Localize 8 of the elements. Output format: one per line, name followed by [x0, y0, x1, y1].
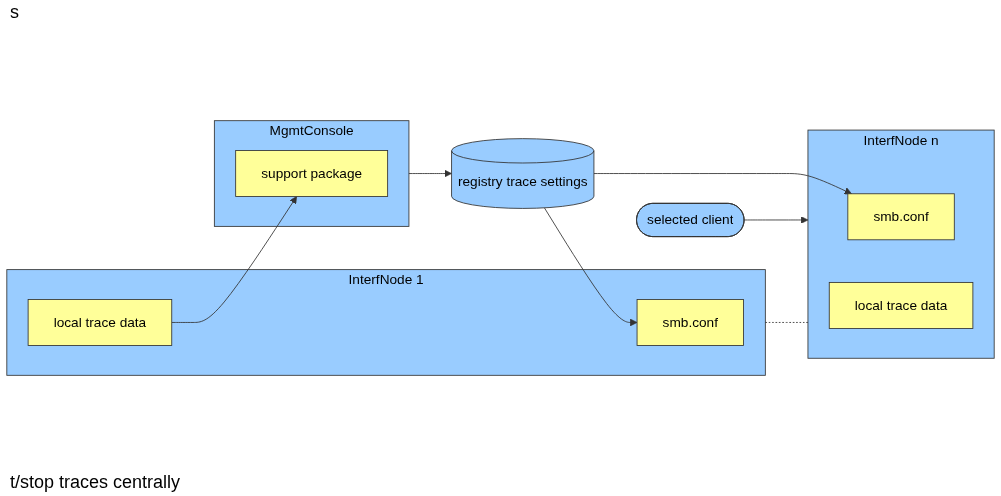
connector	[764, 322, 809, 323]
node-box: smb.conf	[847, 193, 955, 241]
note-text: t/stop traces centrally	[10, 472, 182, 493]
node-box: local trace data	[27, 299, 173, 346]
node-box: support package	[235, 150, 389, 197]
node-box: local trace data	[828, 282, 974, 329]
note-text: s	[10, 2, 20, 23]
node-box: smb.conf	[636, 299, 744, 346]
